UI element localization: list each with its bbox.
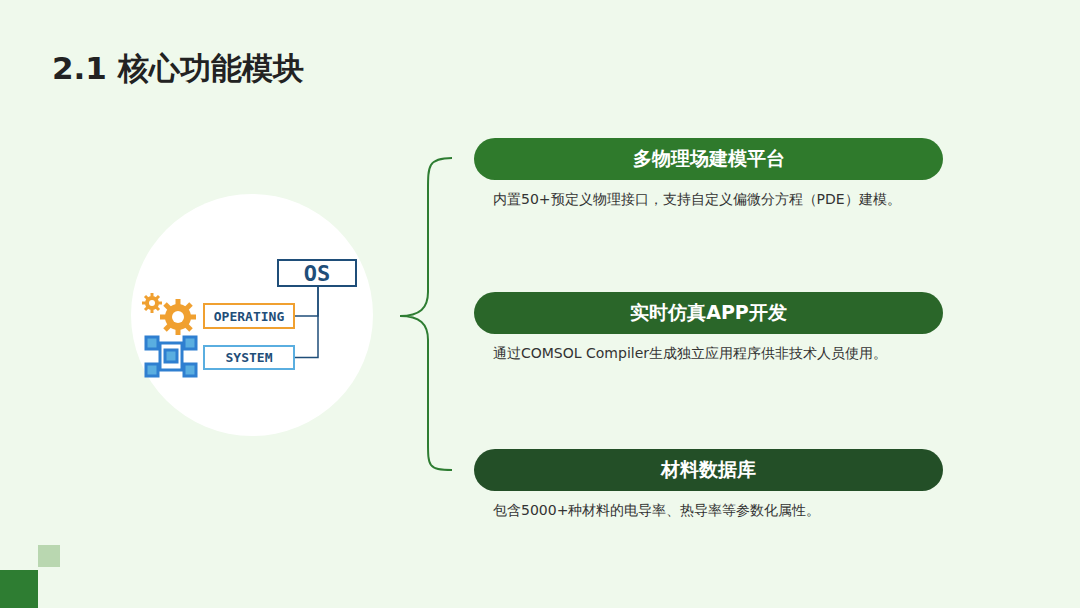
card-body: 包含5000+种材料的电导率、热导率等参数化属性。 — [493, 500, 943, 520]
box-label: OPERATING — [214, 309, 284, 324]
page-title: 2.1 核心功能模块 — [52, 48, 304, 90]
card-heading: 实时仿真APP开发 — [474, 292, 943, 334]
feature-card: 实时仿真APP开发通过COMSOL Compiler生成独立应用程序供非技术人员… — [474, 292, 943, 363]
curly-bracket — [400, 158, 452, 470]
card-body: 内置50+预定义物理接口，支持自定义偏微分方程（PDE）建模。 — [493, 189, 943, 209]
card-heading: 多物理场建模平台 — [474, 138, 943, 180]
corner-square — [0, 570, 38, 608]
card-body: 通过COMSOL Compiler生成独立应用程序供非技术人员使用。 — [493, 343, 943, 363]
gear-large — [160, 299, 196, 335]
box-label: SYSTEM — [226, 350, 273, 365]
feature-card: 多物理场建模平台内置50+预定义物理接口，支持自定义偏微分方程（PDE）建模。 — [474, 138, 943, 209]
corner-square — [38, 545, 60, 567]
connector-line — [295, 287, 318, 358]
illustration-circle — [131, 194, 373, 436]
box-label: OS — [304, 261, 331, 286]
feature-card: 材料数据库包含5000+种材料的电导率、热导率等参数化属性。 — [474, 449, 943, 520]
connector-line — [295, 287, 318, 316]
network-icon — [146, 337, 196, 376]
card-heading: 材料数据库 — [474, 449, 943, 491]
label-box: SYSTEM — [203, 345, 295, 370]
label-box: OPERATING — [203, 303, 295, 329]
gear-small — [142, 293, 162, 313]
os-box: OS — [277, 259, 357, 287]
